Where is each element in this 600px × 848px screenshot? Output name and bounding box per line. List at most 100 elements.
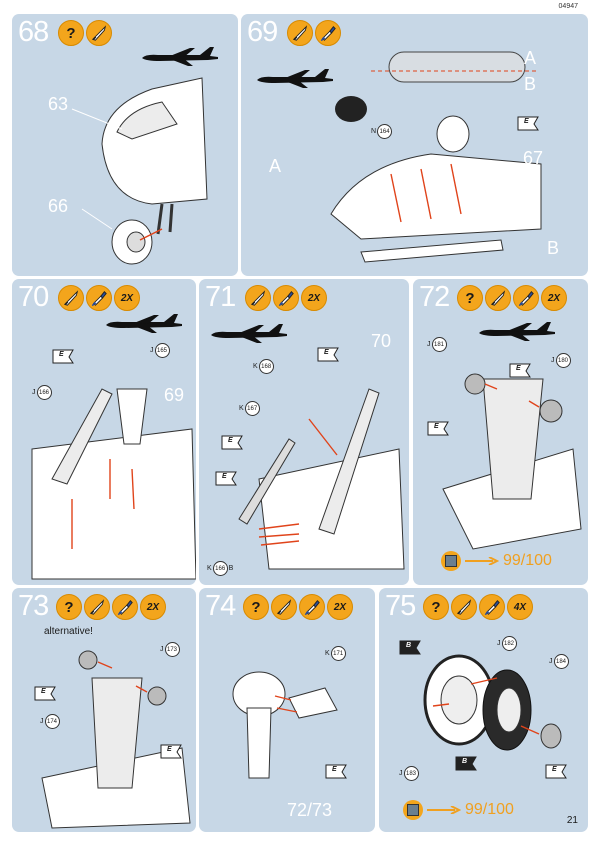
flag-letter: B — [462, 758, 468, 765]
knife-icon — [451, 594, 477, 620]
step-70-drawing — [31, 388, 196, 580]
ghost-label: 66 — [48, 196, 69, 216]
decal-flag-icon — [455, 756, 477, 771]
flag-letter: E — [324, 349, 329, 356]
brush-icon — [513, 285, 539, 311]
brush-icon — [86, 285, 112, 311]
multiplier-badge: 2X — [541, 285, 567, 311]
part-prefix: J — [497, 640, 501, 647]
ghost-label: 69 — [164, 385, 185, 405]
brush-icon — [273, 285, 299, 311]
step-68-drawing — [71, 77, 208, 265]
knife-icon — [271, 594, 297, 620]
step-74-drawing — [232, 671, 338, 779]
part-number: 173 — [164, 642, 180, 657]
step-icons: 2X — [58, 285, 140, 311]
part-number: 171 — [330, 646, 346, 661]
flag-letter: E — [59, 351, 64, 358]
step-number: 75 — [385, 590, 416, 622]
brush-icon — [112, 594, 138, 620]
step-number: 73 — [18, 590, 49, 622]
step-73-drawing — [41, 650, 191, 829]
part-number: 166 — [212, 561, 228, 576]
step-number: 69 — [247, 16, 278, 48]
decal-flag-icon — [34, 686, 56, 701]
brush-icon — [299, 594, 325, 620]
question-icon: ? — [243, 594, 269, 620]
knife-icon — [287, 20, 313, 46]
ghost-label: 67 — [523, 148, 544, 168]
knife-icon — [86, 20, 112, 46]
part-number: 168 — [258, 359, 274, 374]
step-icons: ? — [58, 20, 112, 46]
flag-letter: E — [516, 365, 521, 372]
ghost-label: A — [524, 48, 537, 68]
flag-letter: E — [332, 766, 337, 773]
decal-flag-icon — [325, 764, 347, 779]
page-reference-text: 99/100 — [503, 552, 552, 569]
step-number: 70 — [18, 281, 49, 313]
flag-letter: E — [41, 688, 46, 695]
question-icon: ? — [457, 285, 483, 311]
step-icons: 2X — [245, 285, 327, 311]
part-number: 183 — [403, 766, 419, 781]
part-number: 181 — [431, 337, 447, 352]
knife-icon — [84, 594, 110, 620]
step-icons: ? 2X — [457, 285, 567, 311]
kit-code: 04947 — [558, 3, 578, 10]
step-number: 74 — [205, 590, 236, 622]
part-prefix: J — [551, 357, 555, 364]
part-prefix: J — [399, 770, 403, 777]
aircraft-silhouette-icon — [140, 44, 220, 68]
flag-letter: E — [552, 766, 557, 773]
knife-icon — [245, 285, 271, 311]
part-number: 165 — [154, 343, 170, 358]
step-icons — [287, 20, 341, 46]
question-icon: ? — [423, 594, 449, 620]
step-icons: ? 4X — [423, 594, 533, 620]
ghost-label: 71 — [551, 509, 572, 529]
brush-icon — [315, 20, 341, 46]
part-number: 164 — [377, 124, 393, 139]
aircraft-silhouette-icon — [255, 66, 335, 90]
step-68-panel: 68 ? 63 66 — [12, 14, 238, 276]
flag-letter: B — [406, 642, 412, 649]
ghost-label: 63 — [48, 94, 69, 114]
ghost-label: 71 — [160, 802, 181, 822]
page-number: 21 — [566, 815, 578, 826]
flag-letter: E — [167, 746, 172, 753]
aircraft-silhouette-icon — [104, 311, 184, 335]
part-prefix: J — [32, 389, 36, 396]
part-prefix: N — [371, 128, 377, 135]
flag-letter: E — [228, 437, 233, 444]
step-icons: ? 2X — [243, 594, 353, 620]
decal-flag-icon — [160, 744, 182, 759]
decal-flag-icon — [545, 764, 567, 779]
decal-flag-icon — [427, 421, 449, 436]
decal-sheet-icon — [441, 551, 461, 571]
part-prefix: J — [150, 347, 154, 354]
part-number: 180 — [555, 353, 571, 368]
ghost-label: 70 — [371, 331, 392, 351]
arrow-right-icon — [465, 557, 499, 565]
multiplier-badge: 2X — [327, 594, 353, 620]
page-reference[interactable]: 99/100 — [441, 551, 552, 571]
knife-icon — [485, 285, 511, 311]
part-prefix: J — [40, 718, 44, 725]
decal-flag-icon — [317, 347, 339, 362]
page-reference[interactable]: 99/100 — [403, 800, 514, 820]
